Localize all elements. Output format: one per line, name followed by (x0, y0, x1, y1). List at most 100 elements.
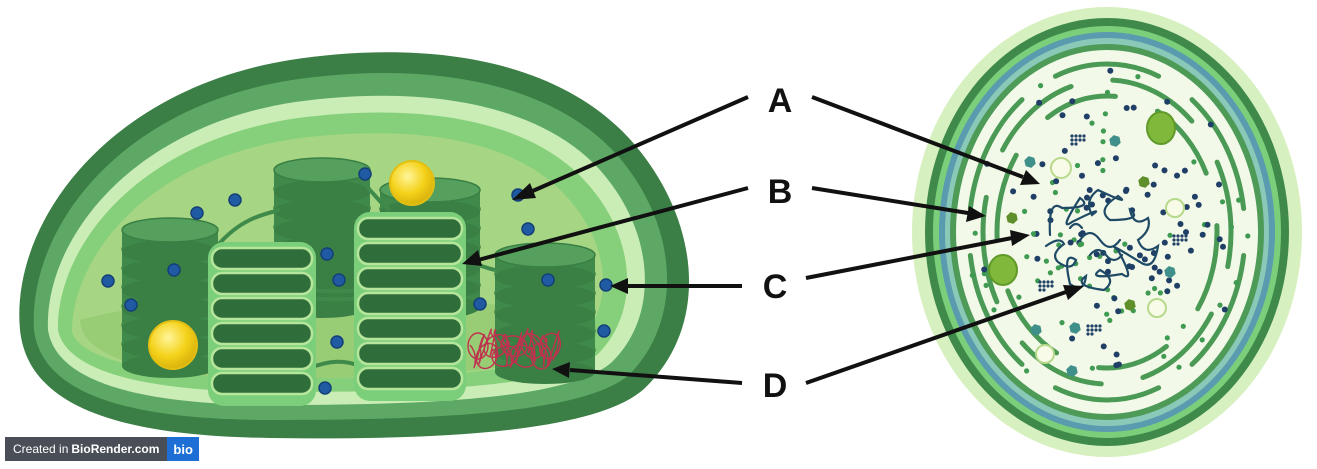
carboxysome (1030, 324, 1042, 336)
cyano-ribosome-dot (1053, 178, 1060, 185)
ribosome-cluster-dot (1172, 242, 1176, 246)
cyano-ribosome-dot (1089, 120, 1095, 126)
thylakoid-lumen (356, 366, 464, 391)
carboxysome (1164, 266, 1176, 278)
ribosome-dot (332, 273, 346, 287)
cyano-ribosome-dot (1113, 351, 1120, 358)
cyano-thylakoid-arc (980, 194, 1000, 305)
cyano-ribosome-dot (1141, 256, 1148, 263)
cyano-thylakoid-arc (1195, 223, 1220, 312)
cyano-ribosome-dot (1089, 201, 1095, 208)
ribosome-cluster-dot (1172, 238, 1176, 242)
cyano-ribosome-dot (1216, 236, 1223, 243)
ribosome-cluster-dot (1176, 234, 1180, 238)
cyano-ribosome-dot (1228, 224, 1234, 230)
cyano-thylakoid-arc (1096, 343, 1169, 371)
cyano-thylakoid-arc (1140, 311, 1214, 380)
cyano-ribosome-dot (1126, 263, 1133, 270)
ribosome-cluster-dot (1090, 324, 1094, 328)
cyano-ribosome-dot (1059, 112, 1066, 119)
arrow-d-right-head (1063, 285, 1084, 300)
cyano-ribosome-dot (1204, 221, 1211, 228)
ribosome-cluster-dot (1176, 242, 1180, 246)
ribosome-cluster-dot (1046, 280, 1050, 284)
ribosome-cluster-dot (1074, 138, 1078, 142)
ribosome-cluster-dot (1086, 332, 1090, 336)
granum-disc-bottom (122, 297, 218, 321)
ribosome-dot (101, 274, 115, 288)
cyano-vesicle-1 (1050, 157, 1072, 179)
chloroplast (19, 52, 690, 439)
cyano-ribosome-dot (1024, 368, 1030, 374)
cyano-ribosome-dot (1156, 268, 1163, 275)
cyano-ribosome-dot (1100, 128, 1106, 134)
cyano-ribosome-dot (991, 307, 997, 313)
cyano-ribosome-dot (1094, 160, 1101, 167)
arrow-a-right-head (1020, 170, 1040, 185)
cyano-thylakoid-arc (1189, 97, 1247, 212)
cyano-ribosome-dot (1174, 282, 1181, 289)
cyano-ribosome-dot (1087, 254, 1093, 261)
ribosome-cluster-dot (1098, 328, 1102, 332)
cyano-ribosome-dot (1057, 232, 1063, 238)
cyano-ribosome-dot (981, 266, 988, 273)
cyano-ribosome-dot (981, 271, 987, 277)
cyano-ribosome-dot (1220, 243, 1226, 250)
ribosome-dot (318, 381, 332, 395)
cyano-ribosome-dot (1181, 167, 1188, 174)
ribosome-cluster-dot (1172, 234, 1176, 238)
ribosome-cluster-dot (1090, 332, 1094, 336)
cyano-ribosome-dot (1055, 265, 1061, 271)
cyano-ribosome-dot (1145, 290, 1151, 296)
cyano-ribosome-dot (1216, 181, 1222, 188)
carboxysome (1066, 365, 1078, 377)
cyano-ribosome-dot (1043, 258, 1049, 264)
ribosome-dot (228, 193, 242, 207)
cyano-thylakoid-arc (1052, 61, 1162, 79)
arrow-c-to-cyano (805, 236, 1013, 280)
arrow-b-right-head (966, 206, 986, 222)
ribosome-cluster-dot (1086, 324, 1090, 328)
cyano-ribosome-dot (969, 272, 975, 278)
cyano-thylakoid-arc (994, 152, 1019, 241)
cyano-ribosome-dot (1089, 365, 1095, 371)
ribosome-dot (599, 278, 613, 292)
cyano-ribosome-dot (1010, 188, 1017, 195)
cyano-ribosome-dot (1207, 121, 1214, 128)
cyano-ribosome-dot (1100, 139, 1106, 145)
arrow-d-left-head (552, 362, 570, 378)
cyano-ribosome-dot (1084, 194, 1090, 201)
ribosome-cluster-dot (1042, 284, 1046, 288)
cyano-ribosome-dot (1152, 285, 1158, 292)
credit-prefix: Created in (13, 442, 69, 456)
arrow-b-to-chloroplast (477, 186, 749, 262)
granum-disc-bottom (122, 240, 218, 264)
nucleoid-coil (1068, 222, 1124, 262)
cyano-ribosome-dot (1233, 280, 1239, 286)
ribosome-cluster-dot (1176, 238, 1180, 242)
cyano-ribosome-dot (1144, 191, 1151, 198)
lipid-droplet-bottom (148, 320, 198, 370)
cyano-thylakoid-arc (967, 252, 1025, 367)
cyano-thylakoid-arc (967, 97, 1025, 212)
cyano-ribosome-dot (1176, 364, 1182, 370)
cyano-ribosome-dot (1164, 335, 1170, 341)
ribosome-cluster-dot (1074, 142, 1078, 146)
dna-loop-coil (475, 342, 499, 370)
thylakoid-lumen (356, 216, 464, 241)
ribosome-cluster-dot (1082, 134, 1086, 138)
cyano-ribosome-dot (1150, 181, 1157, 188)
ribosome-cluster-dot (1090, 328, 1094, 332)
cyanobacterium (912, 7, 1302, 457)
credit-text: Created in BioRender.com (5, 437, 168, 461)
cyano-ribosome-dot (1093, 302, 1100, 309)
biorender-credit: Created in BioRender.com bio (5, 437, 199, 461)
cyano-ribosome-dot (972, 230, 978, 236)
cyano-ribosome-dot (1180, 323, 1186, 329)
cyano-ribosome-dot (1161, 167, 1168, 174)
cyano-ribosome-dot (1059, 320, 1065, 326)
dna-loop-coil (491, 345, 519, 367)
cyano-ribosome-dot (1036, 99, 1043, 106)
arrow-a-to-cyano (811, 95, 1024, 179)
cyano-cytoplasm (956, 50, 1258, 414)
